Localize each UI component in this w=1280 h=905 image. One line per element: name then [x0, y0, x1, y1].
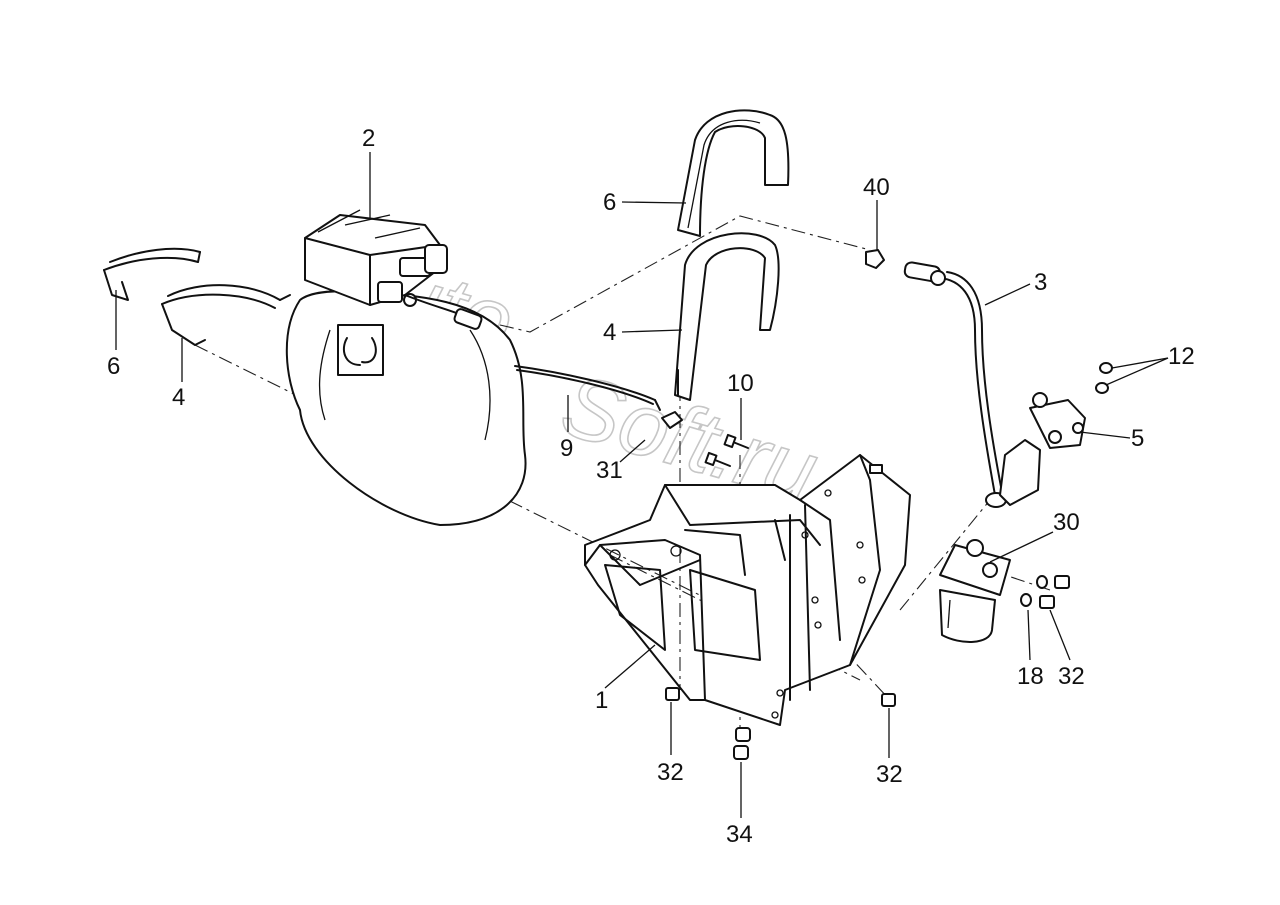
bracket-1 [584, 454, 911, 726]
housing-assembly-2 [304, 209, 483, 330]
label-6-left: 6 [107, 353, 120, 380]
strap-6-left [103, 247, 201, 301]
valve-5 [999, 392, 1086, 506]
fuel-tank [285, 290, 527, 526]
label-30: 30 [1053, 509, 1080, 536]
label-4-mid: 4 [603, 319, 616, 346]
label-4-left: 4 [172, 384, 185, 411]
label-40: 40 [863, 174, 890, 201]
rod-9 [514, 365, 683, 429]
label-1: 1 [595, 687, 608, 714]
strap-6-top [677, 109, 790, 237]
nuts-12 [1095, 362, 1113, 394]
label-32-bottom-right: 32 [876, 761, 903, 788]
pipe-3 [903, 261, 1007, 508]
label-32-bottom-left: 32 [657, 759, 684, 786]
label-9: 9 [560, 435, 573, 462]
label-6-top: 6 [603, 189, 616, 216]
nuts-32-34 [665, 687, 896, 760]
label-5: 5 [1131, 425, 1144, 452]
receiver-30 [939, 539, 1011, 643]
label-3: 3 [1034, 269, 1047, 296]
strap-4-mid [674, 232, 780, 401]
label-2: 2 [362, 125, 375, 152]
fitting-40 [865, 249, 885, 269]
callout-labels: 2 6 40 3 12 6 4 4 10 5 9 31 30 1 18 32 3… [107, 125, 1195, 848]
label-12: 12 [1168, 343, 1195, 370]
leader-lines [115, 152, 1169, 818]
washers-18 [1020, 575, 1070, 609]
label-32-right: 32 [1058, 663, 1085, 690]
label-31: 31 [596, 457, 623, 484]
strap-4-left [161, 284, 291, 346]
label-34: 34 [726, 821, 753, 848]
label-18: 18 [1017, 663, 1044, 690]
bolts-10 [704, 433, 749, 467]
label-10: 10 [727, 370, 754, 397]
